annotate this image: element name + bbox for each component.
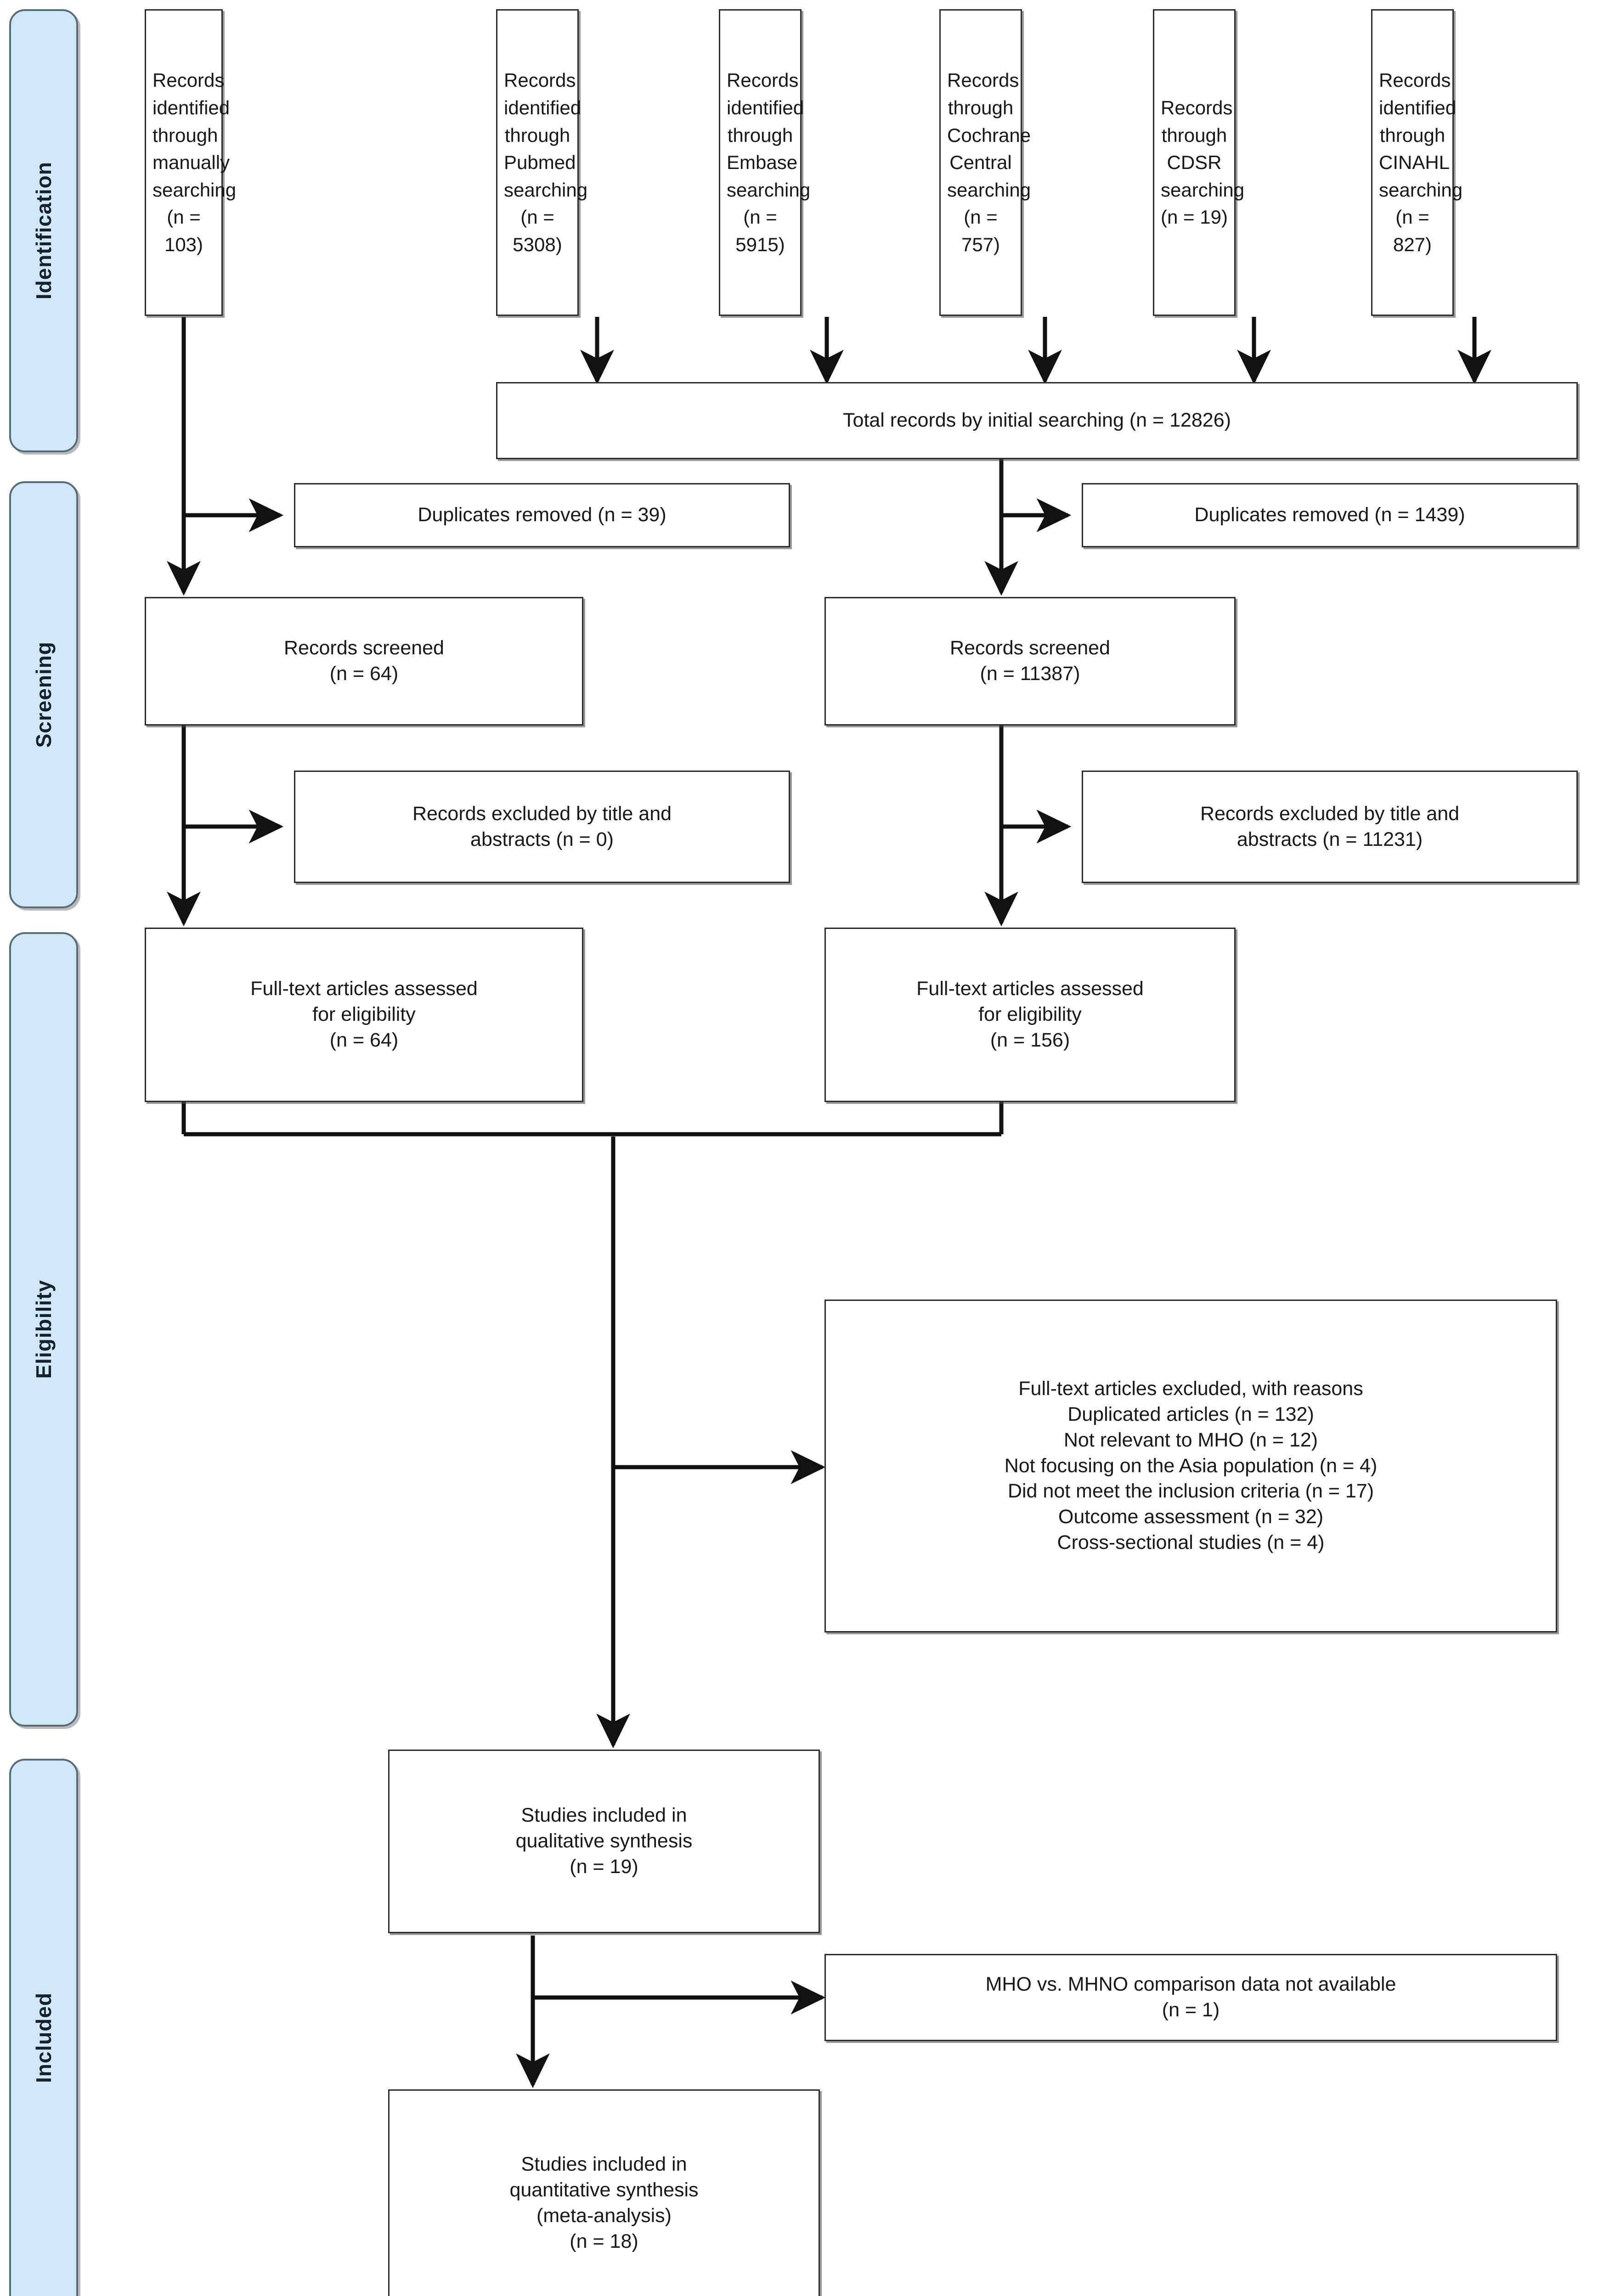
source-label-manual: Records identified through manually sear…: [152, 69, 237, 256]
stage-band-included: Included: [9, 1759, 78, 2296]
qualitative-synthesis-box: Studies included in qualitative synthesi…: [388, 1750, 820, 1933]
records-screened-left-box: Records screened (n = 64): [145, 597, 583, 726]
duplicates-removed-left-label: Duplicates removed (n = 39): [418, 504, 666, 526]
source-label-embase: Records identified through Embase search…: [727, 69, 811, 256]
fulltext-excluded-reasons-box: Full-text articles excluded, with reason…: [824, 1300, 1557, 1632]
records-excluded-left-box: Records excluded by title and abstracts …: [294, 771, 790, 883]
source-label-cinahl: Records identified through CINAHL search…: [1379, 69, 1463, 256]
duplicates-removed-left-box: Duplicates removed (n = 39): [294, 483, 790, 547]
fulltext-assessed-right-box: Full-text articles assessed for eligibil…: [824, 928, 1236, 1102]
records-screened-left-label: Records screened (n = 64): [284, 637, 444, 685]
records-excluded-left-label: Records excluded by title and abstracts …: [412, 802, 672, 850]
quantitative-synthesis-box: Studies included in quantitative synthes…: [388, 2089, 820, 2296]
fulltext-assessed-left-box: Full-text articles assessed for eligibil…: [145, 928, 583, 1102]
source-box-embase: Records identified through Embase search…: [719, 9, 811, 316]
stage-label-identification: Identification: [32, 162, 56, 300]
records-screened-right-box: Records screened (n = 11387): [824, 597, 1236, 726]
stage-label-eligibility: Eligibility: [32, 1280, 56, 1379]
source-box-cochrane: Records through Cochrane Central searchi…: [939, 9, 1031, 316]
qualitative-synthesis-label: Studies included in qualitative synthesi…: [515, 1804, 693, 1878]
stage-band-eligibility: Eligibility: [9, 932, 78, 1727]
no-comparison-data-label: MHO vs. MHNO comparison data not availab…: [985, 1973, 1396, 2021]
source-box-manual: Records identified through manually sear…: [145, 9, 237, 316]
fulltext-assessed-left-label: Full-text articles assessed for eligibil…: [250, 978, 478, 1051]
stage-label-included: Included: [32, 1992, 56, 2083]
records-excluded-right-box: Records excluded by title and abstracts …: [1082, 771, 1578, 883]
total-records-box: Total records by initial searching (n = …: [496, 382, 1578, 459]
records-screened-right-label: Records screened (n = 11387): [950, 637, 1110, 685]
source-box-cdsr: Records through CDSR searching (n = 19): [1153, 9, 1245, 316]
source-box-pubmed: Records identified through Pubmed search…: [496, 9, 588, 316]
quantitative-synthesis-label: Studies included in quantitative synthes…: [509, 2153, 699, 2252]
fulltext-excluded-reasons-label: Full-text articles excluded, with reason…: [1004, 1377, 1378, 1554]
total-records-label: Total records by initial searching (n = …: [843, 409, 1231, 432]
source-box-cinahl: Records identified through CINAHL search…: [1371, 9, 1463, 316]
source-label-pubmed: Records identified through Pubmed search…: [504, 69, 588, 256]
source-label-cochrane: Records through Cochrane Central searchi…: [947, 69, 1031, 256]
stage-band-screening: Screening: [9, 481, 78, 908]
duplicates-removed-right-label: Duplicates removed (n = 1439): [1194, 504, 1465, 526]
stage-label-screening: Screening: [32, 642, 56, 748]
records-excluded-right-label: Records excluded by title and abstracts …: [1200, 802, 1460, 850]
source-label-cdsr: Records through CDSR searching (n = 19): [1161, 96, 1245, 228]
stage-band-identification: Identification: [9, 9, 78, 452]
duplicates-removed-right-box: Duplicates removed (n = 1439): [1082, 483, 1578, 547]
no-comparison-data-box: MHO vs. MHNO comparison data not availab…: [824, 1954, 1557, 2041]
fulltext-assessed-right-label: Full-text articles assessed for eligibil…: [916, 978, 1144, 1051]
